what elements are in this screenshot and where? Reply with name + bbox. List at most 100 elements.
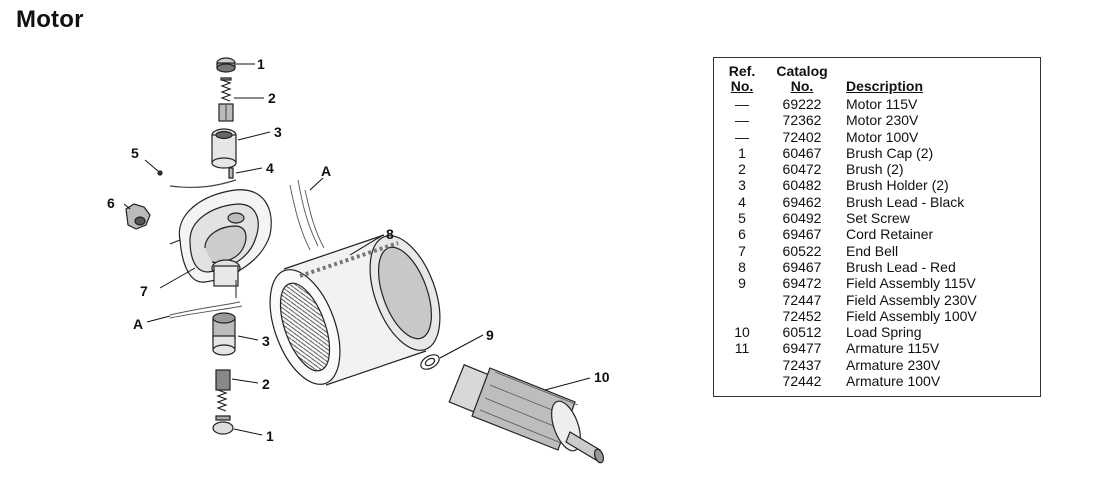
callout-10: 10 xyxy=(594,369,610,385)
description-cell: End Bell xyxy=(846,242,899,259)
leader-lines xyxy=(123,63,591,436)
callout-7: 7 xyxy=(140,283,148,299)
ref-no-cell: 8 xyxy=(738,258,746,275)
callout-2-bottom: 2 xyxy=(262,376,270,392)
exploded-motor-diagram: 1 2 3 4 5 6 A 8 7 A 3 9 10 2 1 xyxy=(0,40,700,499)
catalog-no-cell: 69472 xyxy=(782,275,822,292)
ref-no-cell: 9 xyxy=(738,275,746,292)
brush-holder-top-part xyxy=(211,128,237,169)
description-cell: Field Assembly 100V xyxy=(846,307,977,324)
description-cell: Motor 115V xyxy=(846,96,918,112)
catalog-no-cell: 60472 xyxy=(782,161,822,178)
description-cell: Cord Retainer xyxy=(846,226,934,243)
callout-8: 8 xyxy=(386,226,394,242)
ref-no-cell: 4 xyxy=(738,193,746,210)
description-cell: Brush (2) xyxy=(846,161,904,178)
description-cell: Brush Holder (2) xyxy=(846,177,949,194)
callout-2-top: 2 xyxy=(268,90,276,106)
ref-no-cell xyxy=(722,357,762,373)
parts-table-header: Ref. No. Catalog No. Description xyxy=(722,64,977,96)
catalog-no-cell: 60482 xyxy=(782,177,822,194)
ref-no-cell: 7 xyxy=(738,242,746,259)
catalog-no-cell: 60492 xyxy=(782,210,822,227)
callout-3-top: 3 xyxy=(274,124,282,140)
ref-no-header: Ref. No. xyxy=(728,63,756,94)
callout-a-upper: A xyxy=(321,163,331,179)
description-cell: Field Assembly 230V xyxy=(846,291,977,308)
page-title: Motor xyxy=(16,6,84,33)
ref-no-cell xyxy=(722,308,762,324)
description-cell: Motor 100V xyxy=(846,128,919,145)
catalog-no-cell: 69222 xyxy=(782,96,822,112)
ref-no-cell: — xyxy=(735,96,749,112)
lead-wires xyxy=(169,179,325,319)
catalog-no-cell: 60467 xyxy=(782,144,822,161)
table-row: 7 60522 End Bell xyxy=(722,243,977,259)
ref-no-cell: 1 xyxy=(738,144,746,161)
callout-9: 9 xyxy=(486,327,494,343)
table-row: 11 69477 Armature 115V xyxy=(722,340,977,356)
brush-bottom-part xyxy=(215,369,231,421)
catalog-no-cell: 72442 xyxy=(782,373,822,390)
callout-3-bottom: 3 xyxy=(262,333,270,349)
catalog-no-cell: 60512 xyxy=(782,324,822,341)
ref-no-cell: 3 xyxy=(738,177,746,194)
cord-retainer-part xyxy=(125,203,151,230)
catalog-no-cell: 60522 xyxy=(782,242,822,259)
brush-lead-black-part xyxy=(169,167,237,189)
description-cell: Brush Lead - Red xyxy=(846,258,956,275)
table-row: 4 69462 Brush Lead - Black xyxy=(722,194,977,210)
table-row: 3 60482 Brush Holder (2) xyxy=(722,177,977,193)
catalog-no-header: Catalog No. xyxy=(776,63,828,94)
callout-6: 6 xyxy=(107,195,115,211)
armature-part xyxy=(448,364,605,464)
ref-no-cell: 11 xyxy=(734,340,750,357)
description-cell: Motor 230V xyxy=(846,112,919,129)
description-cell: Brush Cap (2) xyxy=(846,144,934,161)
table-row: 9 69472 Field Assembly 115V xyxy=(722,275,977,291)
ref-no-cell: — xyxy=(735,112,749,129)
table-row: — 69222 Motor 115V xyxy=(722,96,977,112)
description-cell: Armature 230V xyxy=(846,356,941,373)
callout-5: 5 xyxy=(131,145,139,161)
ref-no-cell: 2 xyxy=(738,161,746,178)
catalog-no-cell: 72437 xyxy=(782,356,822,373)
ref-no-cell xyxy=(722,373,762,389)
ref-no-cell: 6 xyxy=(738,226,746,243)
brush-cap-top-part xyxy=(216,57,236,73)
end-bell-part xyxy=(169,189,272,298)
callout-4: 4 xyxy=(266,160,274,176)
callout-1-bottom: 1 xyxy=(266,428,274,444)
catalog-no-cell: 69467 xyxy=(782,258,822,275)
table-row: 72442 Armature 100V xyxy=(722,373,977,389)
description-header: Description xyxy=(846,78,924,94)
catalog-no-cell: 69477 xyxy=(782,340,822,357)
description-cell: Armature 115V xyxy=(846,340,940,357)
description-cell: Field Assembly 115V xyxy=(846,275,976,292)
ref-no-cell xyxy=(722,292,762,308)
catalog-no-cell: 72362 xyxy=(782,112,822,129)
motor-illustration: 1 2 3 4 5 6 A 8 7 A 3 9 10 2 1 xyxy=(107,56,610,464)
table-row: — 72362 Motor 230V xyxy=(722,112,977,128)
field-assembly-part xyxy=(269,234,441,386)
load-spring-part xyxy=(420,354,440,370)
description-cell: Load Spring xyxy=(846,324,922,341)
brush-holder-bottom-part xyxy=(212,312,236,356)
callout-1-top: 1 xyxy=(257,56,265,72)
description-cell: Brush Lead - Black xyxy=(846,193,965,210)
catalog-no-cell: 69462 xyxy=(782,193,822,210)
table-row: 8 69467 Brush Lead - Red xyxy=(722,259,977,275)
table-row: 1 60467 Brush Cap (2) xyxy=(722,145,977,161)
description-cell: Set Screw xyxy=(846,210,910,227)
set-screw-part xyxy=(157,170,163,176)
description-cell: Armature 100V xyxy=(846,373,941,390)
table-row: 72437 Armature 230V xyxy=(722,357,977,373)
brush-top-part xyxy=(218,77,234,122)
ref-no-cell: 5 xyxy=(738,210,746,227)
